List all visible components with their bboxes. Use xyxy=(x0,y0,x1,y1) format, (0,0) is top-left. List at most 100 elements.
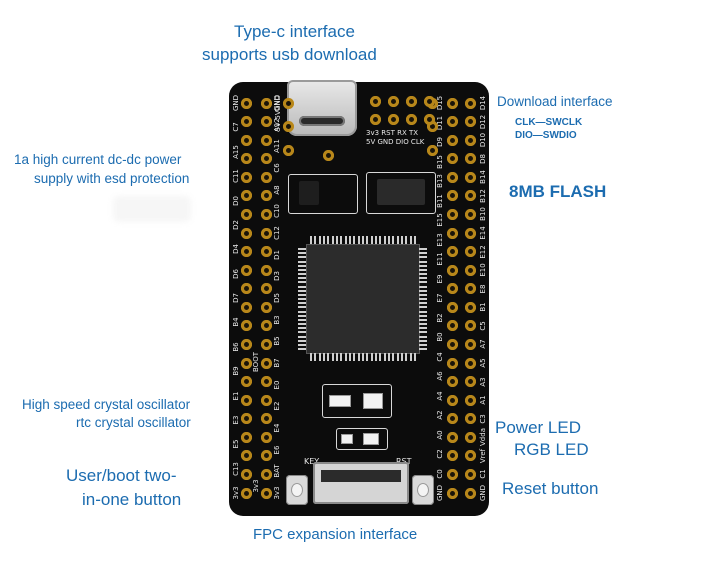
mcu-pin xyxy=(331,236,334,244)
mcu-pin xyxy=(419,323,427,325)
mcu-pin xyxy=(357,353,360,361)
header-pin xyxy=(260,376,272,388)
debug-header-pin xyxy=(370,114,381,125)
header-pin xyxy=(446,431,458,443)
mcu-pin xyxy=(419,285,427,288)
pin-label: D8 xyxy=(479,153,487,164)
mcu-pin xyxy=(298,260,306,263)
pin-label: B4 xyxy=(232,317,240,328)
pin-label: B1 xyxy=(479,302,487,312)
mcu-pin xyxy=(298,264,306,267)
mcu-pin xyxy=(353,236,356,244)
mcu-pin xyxy=(383,353,386,361)
mcu-pin xyxy=(314,236,317,244)
pin-label: E0 xyxy=(273,380,281,390)
mcu-pin xyxy=(298,252,306,255)
reset-button[interactable] xyxy=(412,475,434,505)
mcu-pin xyxy=(336,236,338,244)
debug-header-pin xyxy=(388,96,399,107)
pin-label: D10 xyxy=(479,132,487,148)
pin-label: B2 xyxy=(436,312,444,323)
header-pin xyxy=(464,394,476,406)
fpc-slot xyxy=(321,470,401,482)
pin-label: E9 xyxy=(436,274,444,283)
mcu-pin xyxy=(409,236,412,244)
pin-label: A0 xyxy=(436,429,444,440)
header-pin xyxy=(464,153,476,165)
header-pin xyxy=(464,264,476,276)
mcu-pin xyxy=(419,256,427,259)
mcu-pin xyxy=(336,353,338,361)
header-pin xyxy=(260,116,272,128)
header-pin xyxy=(260,394,272,406)
mcu-pin xyxy=(401,236,403,244)
header-pin xyxy=(282,144,294,156)
header-pin xyxy=(240,227,252,239)
mcu-pin xyxy=(405,353,408,361)
mcu-pin xyxy=(419,252,427,255)
reset-button-cap[interactable] xyxy=(417,483,429,497)
mcu-pin xyxy=(298,277,306,280)
pin-label: B14 xyxy=(479,170,487,185)
user-boot-button-cap[interactable] xyxy=(291,483,303,497)
header-pin xyxy=(446,320,458,332)
mcu-pin xyxy=(344,236,347,244)
pin-label: E8 xyxy=(479,284,487,294)
mcu-pin xyxy=(331,353,334,361)
pin-label: C6 xyxy=(273,163,281,173)
user-boot-button[interactable] xyxy=(286,475,308,505)
header-pin xyxy=(446,134,458,146)
flash-label: 8MB FLASH xyxy=(509,182,607,201)
header-pin xyxy=(240,301,252,313)
header-pin xyxy=(464,283,476,295)
mcu-pin xyxy=(419,289,427,292)
mcu-pin xyxy=(298,281,306,284)
pin-label: C4 xyxy=(436,351,444,362)
pin-label: E5 xyxy=(232,439,240,449)
pin-label: A7 xyxy=(479,339,487,350)
header-pin xyxy=(426,121,438,132)
power-led-label: Power LED xyxy=(495,418,581,437)
pin-label: B3 xyxy=(273,315,281,325)
pin-label: E2 xyxy=(273,401,281,411)
pin-label: D11 xyxy=(436,115,444,130)
mcu-pin xyxy=(396,236,399,244)
pin-label: E15 xyxy=(436,213,444,227)
header-pin xyxy=(426,144,438,156)
header-pin xyxy=(240,450,252,462)
pin-label: 3v3 xyxy=(252,479,260,493)
pin-label: D3 xyxy=(273,271,281,282)
pin-label: B9 xyxy=(232,366,240,376)
mcu-pin xyxy=(375,353,377,361)
header-pin xyxy=(260,320,272,332)
clk-swclk-label: CLK—SWCLK xyxy=(515,117,583,128)
header-pin xyxy=(260,487,272,499)
pin-label: D6 xyxy=(232,268,240,279)
pin-label: B15 xyxy=(436,154,444,169)
header-pin xyxy=(464,246,476,258)
pin-label: D7 xyxy=(232,293,240,303)
mcu-pin xyxy=(298,256,306,259)
mcu-pin xyxy=(298,314,306,317)
mcu-pin xyxy=(419,268,427,271)
mcu-pin xyxy=(298,302,306,305)
mcu-pin xyxy=(388,353,390,361)
header-pin xyxy=(446,153,458,165)
mcu-pin xyxy=(298,298,306,300)
pin-label: C0 xyxy=(436,468,444,479)
debug-header-bottom-label: 5V GND DIO CLK xyxy=(366,138,425,146)
pin-label: D1 xyxy=(273,249,281,260)
pin-label: A4 xyxy=(436,390,444,401)
debug-header-pin xyxy=(406,96,417,107)
header-pin xyxy=(446,283,458,295)
header-pin xyxy=(464,468,476,480)
pin-label: A15 xyxy=(232,144,240,159)
header-pin xyxy=(464,338,476,350)
dcdc-label-line2: supply with esd protection xyxy=(34,171,190,186)
crystal-oscillator-outline xyxy=(322,384,392,418)
header-pin xyxy=(240,487,252,499)
pin-label: C12 xyxy=(273,226,281,240)
pin-label: A6 xyxy=(436,371,444,381)
crystal-label-line1: High speed crystal oscillator xyxy=(22,397,191,412)
header-pin xyxy=(464,487,476,499)
